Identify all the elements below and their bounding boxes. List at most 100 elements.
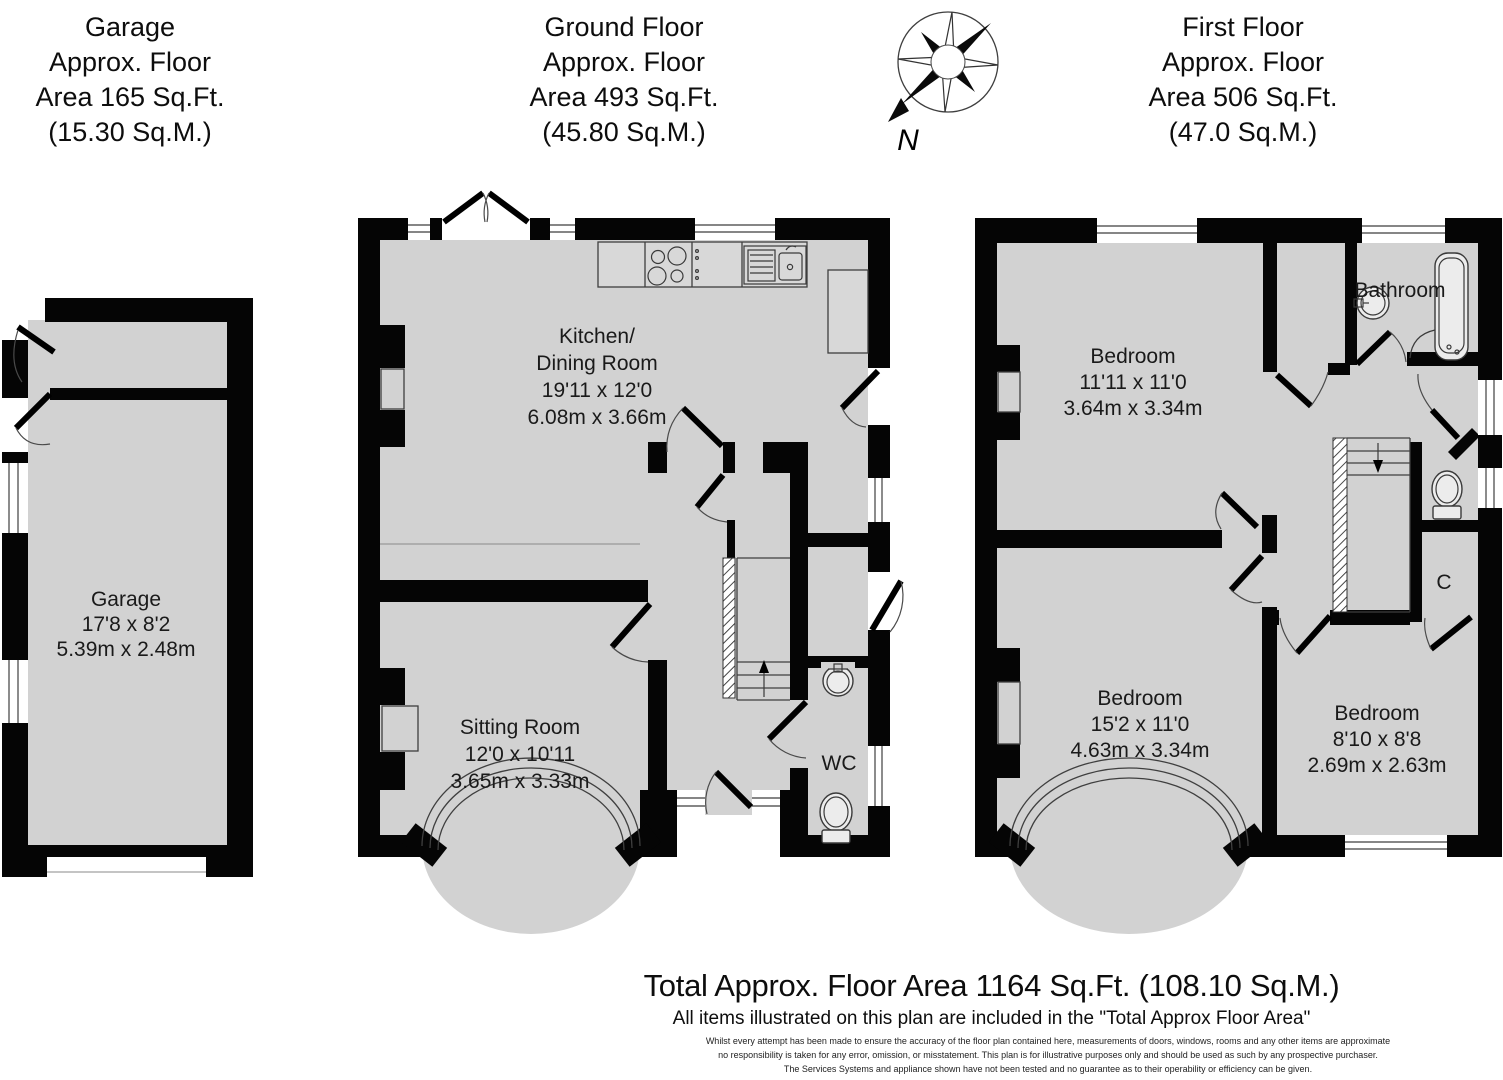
kitchen-window bbox=[695, 218, 775, 240]
bedroom-front-door bbox=[1215, 490, 1260, 530]
garage-room-dims-metric: 5.39m x 2.48m bbox=[57, 638, 196, 661]
french-doors bbox=[442, 190, 530, 225]
stairs-up bbox=[722, 557, 790, 701]
wc-toilet-icon bbox=[819, 792, 853, 844]
disclaimer-line-1: Whilst every attempt has been made to en… bbox=[705, 1036, 1391, 1046]
stairs-down-arrow bbox=[1373, 460, 1383, 473]
first-header-line: Approx. Floor bbox=[1161, 47, 1325, 77]
kitchen-window bbox=[550, 218, 575, 240]
bay-window-floor bbox=[1010, 758, 1248, 934]
bedroom-front-label: Bedroom bbox=[1090, 345, 1175, 368]
toilet-icon bbox=[1431, 470, 1463, 520]
bedroom-small-label: Bedroom bbox=[1334, 702, 1419, 725]
bedroom-small-dims-metric: 2.69m x 2.63m bbox=[1308, 754, 1447, 777]
kitchen-hall-door bbox=[666, 405, 725, 453]
understairs-door bbox=[694, 473, 728, 523]
bay-window-jamb bbox=[400, 823, 448, 867]
toilet-door bbox=[1417, 373, 1461, 441]
disclaimer-line-2: no responsibility is taken for any error… bbox=[718, 1050, 1378, 1060]
garage-header-line: Garage bbox=[84, 12, 176, 42]
bedroom-window bbox=[1097, 218, 1197, 243]
total-floor-area: Total Approx. Floor Area 1164 Sq.Ft. (10… bbox=[643, 968, 1340, 1003]
bay-window-jamb bbox=[1222, 823, 1270, 867]
garage-header-line: Area 165 Sq.Ft. bbox=[35, 82, 225, 112]
bathroom-window bbox=[1362, 218, 1445, 243]
stove-icon bbox=[647, 246, 699, 286]
wc-label: WC bbox=[822, 752, 857, 775]
kitchen-dims-imperial: 19'11 x 12'0 bbox=[542, 379, 652, 402]
side-window bbox=[868, 478, 890, 522]
compass-rose-icon: N bbox=[888, 11, 999, 157]
bedroom-rear-dims-metric: 4.63m x 3.34m bbox=[1071, 739, 1210, 762]
bedroom-small-door bbox=[1279, 614, 1333, 655]
wc-door bbox=[766, 699, 809, 759]
garage-room-label: Garage bbox=[91, 588, 161, 611]
toilet-window bbox=[1478, 468, 1502, 508]
kitchen-label-2: Dining Room bbox=[536, 352, 657, 375]
sitting-room-dims-metric: 3.65m x 3.33m bbox=[451, 770, 590, 793]
side-door bbox=[839, 368, 881, 428]
ground-floor-plan: Kitchen/ Dining Room 19'11 x 12'0 6.08m … bbox=[358, 190, 904, 934]
bath-icon bbox=[1409, 252, 1469, 361]
sitting-room-dims-imperial: 12'0 x 10'11 bbox=[465, 743, 575, 766]
kitchen-dims-metric: 6.08m x 3.66m bbox=[528, 406, 667, 429]
ground-header-line: (45.80 Sq.M.) bbox=[542, 117, 706, 147]
bathroom-door bbox=[1354, 329, 1407, 367]
bay-window-jamb bbox=[614, 823, 662, 867]
landing-door bbox=[1274, 371, 1329, 409]
ground-header-line: Area 493 Sq.Ft. bbox=[529, 82, 719, 112]
garage-header: Garage Approx. Floor Area 165 Sq.Ft. (15… bbox=[10, 10, 250, 150]
bedroom-rear-label: Bedroom bbox=[1097, 687, 1182, 710]
garage-window bbox=[0, 463, 28, 533]
garage-inner-door bbox=[13, 391, 53, 446]
first-header-line: Area 506 Sq.Ft. bbox=[1148, 82, 1338, 112]
rear-door bbox=[869, 579, 904, 633]
garage-window bbox=[0, 660, 28, 723]
bay-window-jamb bbox=[988, 823, 1036, 867]
cupboard-door bbox=[1424, 614, 1473, 652]
landing-window bbox=[1478, 380, 1502, 435]
bedroom-small-dims-imperial: 8'10 x 8'8 bbox=[1333, 728, 1422, 751]
bay-window bbox=[421, 757, 641, 851]
compass-north-label: N bbox=[897, 124, 919, 157]
ground-header-line: Approx. Floor bbox=[542, 47, 706, 77]
fireplace-hearth bbox=[381, 705, 419, 752]
front-door-sidelight bbox=[752, 790, 780, 815]
first-floor-header: First Floor Approx. Floor Area 506 Sq.Ft… bbox=[1063, 10, 1423, 150]
wc-window bbox=[868, 746, 890, 806]
bedroom-window bbox=[1345, 835, 1447, 857]
wc-basin-icon bbox=[821, 662, 855, 697]
bedroom-front-dims-metric: 3.64m x 3.34m bbox=[1064, 397, 1203, 420]
stairs-down bbox=[1332, 437, 1411, 613]
front-door bbox=[705, 769, 754, 815]
sitting-room-door bbox=[609, 602, 653, 663]
bedroom-rear-dims-imperial: 15'2 x 11'0 bbox=[1091, 713, 1190, 736]
front-door-sidelight bbox=[677, 790, 705, 815]
porch-recess bbox=[677, 815, 780, 860]
sitting-room-label: Sitting Room bbox=[460, 716, 580, 739]
garage-room-dims-imperial: 17'8 x 8'2 bbox=[82, 613, 171, 636]
first-floor-plan: Bedroom 11'11 x 11'0 3.64m x 3.34m Bathr… bbox=[975, 218, 1502, 934]
garage-porch-door bbox=[13, 324, 56, 383]
included-note: All items illustrated on this plan are i… bbox=[672, 1008, 1311, 1029]
kitchen-label-1: Kitchen/ bbox=[559, 325, 635, 348]
cupboard-label: C bbox=[1436, 571, 1451, 594]
ground-floor-header: Ground Floor Approx. Floor Area 493 Sq.F… bbox=[434, 10, 814, 150]
garage-plan: Garage 17'8 x 8'2 5.39m x 2.48m bbox=[0, 298, 253, 877]
first-header-line: First Floor bbox=[1182, 12, 1304, 42]
disclaimer-line-3: The Services Systems and appliance shown… bbox=[783, 1064, 1313, 1074]
garage-header-line: (15.30 Sq.M.) bbox=[48, 117, 212, 147]
kitchen-sink-icon bbox=[743, 245, 807, 285]
garage-header-line: Approx. Floor bbox=[48, 47, 212, 77]
canted-wall bbox=[1448, 428, 1480, 460]
kitchen-window bbox=[408, 218, 430, 240]
disclaimer: Whilst every attempt has been made to en… bbox=[690, 1034, 1406, 1076]
ground-header-line: Ground Floor bbox=[544, 12, 704, 42]
first-header-line: (47.0 Sq.M.) bbox=[1168, 117, 1318, 147]
bay-window-floor bbox=[422, 758, 640, 934]
bedroom-front-dims-imperial: 11'11 x 11'0 bbox=[1079, 371, 1186, 394]
bay-window bbox=[1009, 757, 1249, 851]
bedroom-rear-door bbox=[1228, 553, 1265, 604]
